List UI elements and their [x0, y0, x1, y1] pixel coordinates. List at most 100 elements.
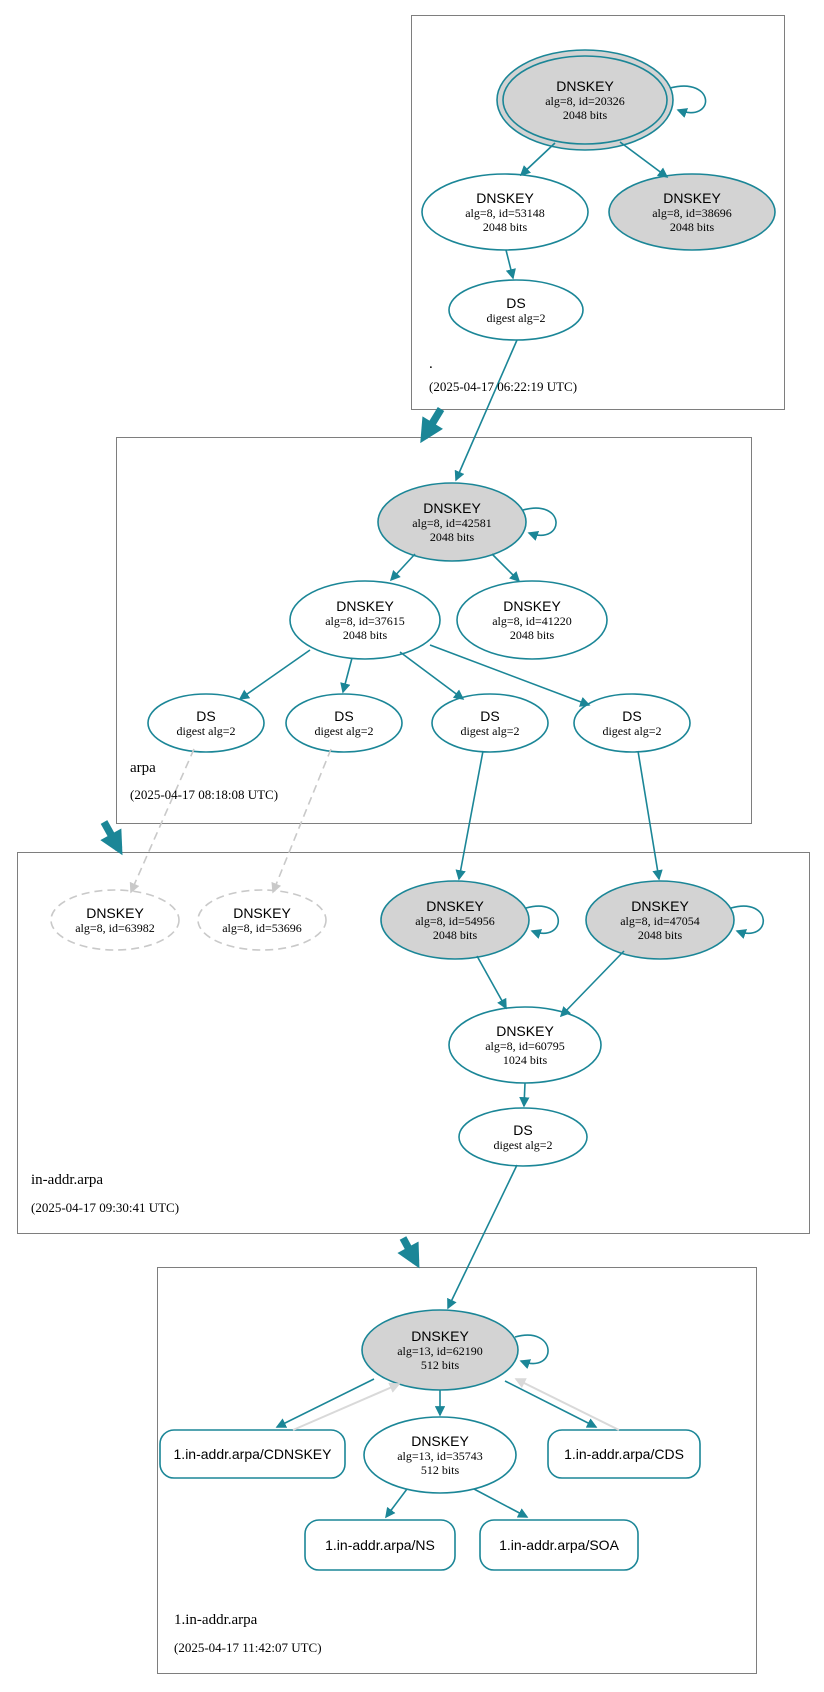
node-alg: alg=8, id=41220 — [492, 614, 572, 628]
node-title: DNSKEY — [476, 190, 534, 206]
node-inaddr-zsk-60795[interactable]: DNSKEY alg=8, id=60795 1024 bits — [449, 1007, 601, 1083]
rect-one-cds — [547, 1429, 701, 1479]
edge-ksk62190-to-cdnskey — [275, 1378, 375, 1428]
node-bits: 512 bits — [420, 1358, 460, 1372]
node-alg: alg=8, id=47054 — [620, 914, 700, 928]
node-one-cdnskey-rrset[interactable]: 1.in-addr.arpa/CDNSKEY — [160, 1430, 345, 1478]
edge-root-ksk-to-key2 — [619, 141, 669, 178]
ellipse-root-key2 — [608, 173, 776, 251]
node-arpa-ds3[interactable]: DS digest alg=2 — [432, 694, 548, 752]
ellipse-inaddr-ksk-54956 — [380, 880, 530, 960]
edge-cdnskey-to-ksk62190-reverse — [292, 1382, 401, 1431]
rect-one-soa — [479, 1519, 639, 1571]
delegation-arrow-root-to-arpa — [420, 407, 445, 444]
rrset-label: 1.in-addr.arpa/SOA — [499, 1537, 619, 1553]
node-alg: alg=8, id=53696 — [222, 921, 302, 935]
node-alg: alg=8, id=38696 — [652, 206, 732, 220]
ellipse-arpa-ds1 — [147, 693, 265, 753]
rrset-label: 1.in-addr.arpa/NS — [325, 1537, 435, 1553]
zone-timestamp-root: (2025-04-17 06:22:19 UTC) — [429, 379, 578, 394]
edge-root-zsk-to-ds — [505, 249, 516, 280]
node-alg: alg=8, id=37615 — [325, 614, 405, 628]
edge-arpa-ds4-to-ksk47054 — [637, 750, 663, 881]
ellipse-arpa-ds2 — [285, 693, 403, 753]
zone-timestamp-arpa: (2025-04-17 08:18:08 UTC) — [130, 787, 279, 802]
ellipse-arpa-key2 — [456, 580, 608, 660]
node-inaddr-ksk-54956[interactable]: DNSKEY alg=8, id=54956 2048 bits — [381, 881, 529, 959]
ellipse-inaddr-ksk-47054 — [585, 880, 735, 960]
ellipse-arpa-ds4 — [573, 693, 691, 753]
delegation-arrow-arpa-to-in-addr-arpa — [100, 820, 123, 856]
node-root-dnskey-38696[interactable]: DNSKEY alg=8, id=38696 2048 bits — [609, 174, 775, 250]
node-bits: 2048 bits — [342, 628, 388, 642]
node-one-zsk-35743[interactable]: DNSKEY alg=13, id=35743 512 bits — [364, 1417, 516, 1493]
edge-arpa-ds2-to-key53696-dashed — [271, 748, 332, 894]
ellipse-one-zsk-35743 — [363, 1416, 517, 1494]
edge-root-ksk-to-zsk — [519, 142, 556, 177]
node-title: DS — [196, 708, 216, 724]
edge-root-ds-to-arpa-ksk — [454, 339, 518, 482]
zone-timestamp-in-addr-arpa: (2025-04-17 09:30:41 UTC) — [31, 1200, 180, 1215]
edge-ksk54956-self-loop — [525, 905, 560, 939]
edge-ksk62190-self-loop — [514, 1334, 549, 1369]
edge-arpa-zsk-to-ds2 — [340, 657, 353, 694]
edge-arpa-zsk-to-ds3 — [399, 651, 465, 700]
edge-zsk60795-to-ds — [519, 1082, 530, 1108]
node-title: DNSKEY — [411, 1433, 469, 1449]
ellipse-arpa-ds3 — [431, 693, 549, 753]
node-arpa-ksk-42581[interactable]: DNSKEY alg=8, id=42581 2048 bits — [378, 483, 526, 561]
zone-name-in-addr-arpa: in-addr.arpa — [31, 1172, 104, 1188]
node-bits: 512 bits — [420, 1463, 460, 1477]
node-inaddr-ds[interactable]: DS digest alg=2 — [459, 1108, 587, 1166]
node-title: DS — [513, 1122, 533, 1138]
zone-name-1-in-addr-arpa: 1.in-addr.arpa — [174, 1612, 258, 1628]
ellipse-root-ds — [448, 279, 584, 341]
ellipse-inaddr-ds — [458, 1107, 588, 1167]
node-alg: alg=13, id=62190 — [397, 1344, 483, 1358]
node-arpa-ds1[interactable]: DS digest alg=2 — [148, 694, 264, 752]
zone-box-1-in-addr-arpa — [157, 1267, 757, 1674]
node-title: DS — [622, 708, 642, 724]
delegation-arrow-in-addr-arpa-to-1-in-addr-arpa — [397, 1236, 420, 1269]
edge-ksk62190-to-cds — [504, 1380, 598, 1428]
edge-cds-to-ksk62190-reverse — [514, 1378, 620, 1431]
node-alg: alg=8, id=54956 — [415, 914, 495, 928]
edge-ksk47054-self-loop — [730, 905, 765, 939]
node-title: DNSKEY — [423, 500, 481, 516]
node-bits: 2048 bits — [429, 530, 475, 544]
node-one-cds-rrset[interactable]: 1.in-addr.arpa/CDS — [548, 1430, 700, 1478]
node-arpa-dnskey-41220[interactable]: DNSKEY alg=8, id=41220 2048 bits — [457, 581, 607, 659]
node-title: DS — [480, 708, 500, 724]
edge-arpa-ds1-to-key63982-dashed — [129, 748, 195, 894]
node-one-ns-rrset[interactable]: 1.in-addr.arpa/NS — [305, 1520, 455, 1570]
zone-box-in-addr-arpa — [17, 852, 810, 1234]
node-root-zsk-53148[interactable]: DNSKEY alg=8, id=53148 2048 bits — [422, 174, 588, 250]
rect-one-ns — [304, 1519, 456, 1571]
node-alg: digest alg=2 — [314, 724, 374, 738]
node-one-soa-rrset[interactable]: 1.in-addr.arpa/SOA — [480, 1520, 638, 1570]
node-one-ksk-62190[interactable]: DNSKEY alg=13, id=62190 512 bits — [362, 1310, 518, 1390]
node-title: DNSKEY — [503, 598, 561, 614]
node-title: DS — [506, 295, 526, 311]
node-title: DNSKEY — [336, 598, 394, 614]
node-arpa-ds2[interactable]: DS digest alg=2 — [286, 694, 402, 752]
edge-ksk54956-to-zsk60795 — [476, 955, 507, 1010]
node-root-ksk-20326[interactable]: DNSKEY alg=8, id=20326 2048 bits — [497, 50, 673, 150]
zone-box-root — [411, 15, 785, 410]
node-title: DNSKEY — [556, 78, 614, 94]
node-bits: 2048 bits — [562, 108, 608, 122]
node-inaddr-dnskey-63982[interactable]: DNSKEY alg=8, id=63982 — [51, 890, 179, 950]
node-inaddr-ksk-47054[interactable]: DNSKEY alg=8, id=47054 2048 bits — [586, 881, 734, 959]
ellipse-inaddr-key-53696 — [197, 889, 327, 951]
node-root-ds[interactable]: DS digest alg=2 — [449, 280, 583, 340]
node-alg: alg=8, id=60795 — [485, 1039, 565, 1053]
node-bits: 2048 bits — [482, 220, 528, 234]
node-arpa-zsk-37615[interactable]: DNSKEY alg=8, id=37615 2048 bits — [290, 581, 440, 659]
node-title: DNSKEY — [496, 1023, 554, 1039]
edge-inaddr-ds-to-ksk62190 — [447, 1164, 518, 1310]
zone-name-root: . — [429, 356, 433, 372]
node-arpa-ds4[interactable]: DS digest alg=2 — [574, 694, 690, 752]
node-inaddr-dnskey-53696[interactable]: DNSKEY alg=8, id=53696 — [198, 890, 326, 950]
ellipse-root-zsk — [421, 173, 589, 251]
